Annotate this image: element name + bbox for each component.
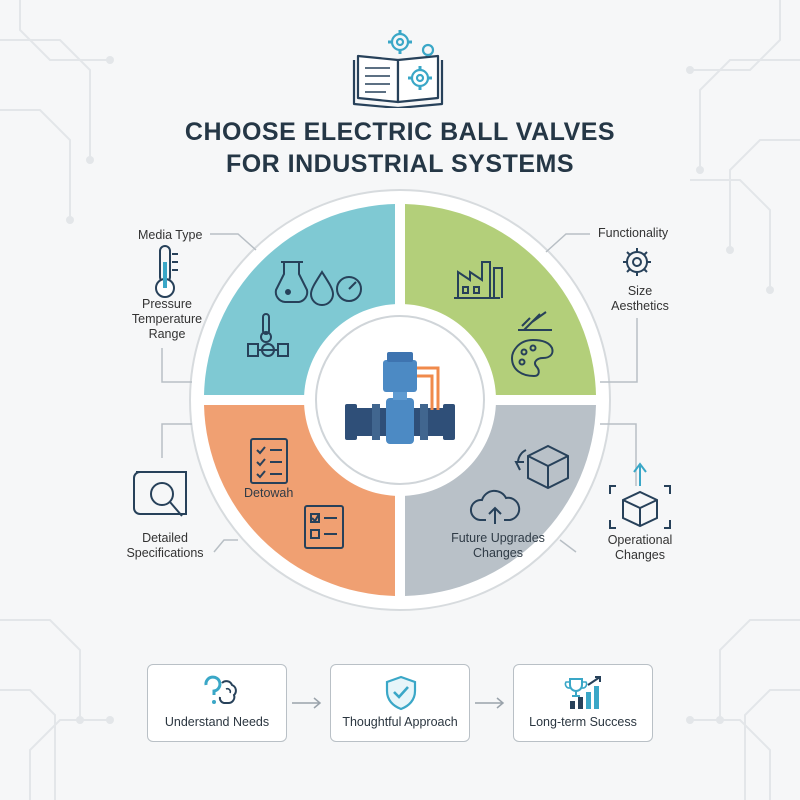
segment-label-future-upgrades: Future Upgrades Changes [451, 531, 545, 560]
thermometer-icon [155, 245, 178, 298]
label-functionality: Functionality [598, 226, 669, 240]
droplet-icon [309, 270, 335, 306]
step-long-term-success: Long-term Success [513, 664, 653, 742]
step-label: Understand Needs [164, 715, 270, 729]
thermometer-valve-icon [247, 313, 289, 357]
step-label: Long-term Success [529, 715, 637, 729]
title-line-2: FOR INDUSTRIAL SYSTEMS [225, 150, 575, 178]
book-gears-icon [352, 30, 444, 108]
label-media-type: Media Type [138, 228, 203, 242]
title-line-1: CHOOSE ELECTRIC BALL VALVES [184, 118, 616, 146]
label-detailed-specifications: Detailed Specifications [126, 531, 204, 560]
blueprint-magnifier-icon [133, 471, 187, 517]
step-label: Thoughtful Approach [342, 715, 458, 729]
factory-icon [454, 261, 503, 299]
flask-icon [274, 261, 309, 303]
step-thoughtful-approach: Thoughtful Approach [330, 664, 470, 742]
palette-icon [510, 338, 554, 378]
shield-check-icon [385, 675, 417, 711]
label-operational-changes: Operational Changes [607, 533, 673, 562]
question-brain-icon [204, 675, 237, 704]
label-pressure-temperature-range: Pressure Temperature Range [131, 297, 203, 341]
label-size-aesthetics: Size Aesthetics [611, 284, 669, 313]
segment-label-detowah: Detowah [244, 486, 294, 500]
cloud-upload-icon [470, 489, 521, 524]
gear-icon [623, 248, 651, 276]
trophy-chart-icon [564, 676, 601, 709]
form-icon [304, 505, 344, 549]
drafting-icon [518, 311, 552, 331]
checklist-icon [250, 438, 288, 484]
ball-valve-icon [345, 352, 455, 444]
gauge-icon [336, 276, 362, 302]
step-understand-needs: Understand Needs [147, 664, 287, 742]
box-upgrade-icon [609, 462, 671, 529]
box-arrows-icon [514, 444, 569, 490]
